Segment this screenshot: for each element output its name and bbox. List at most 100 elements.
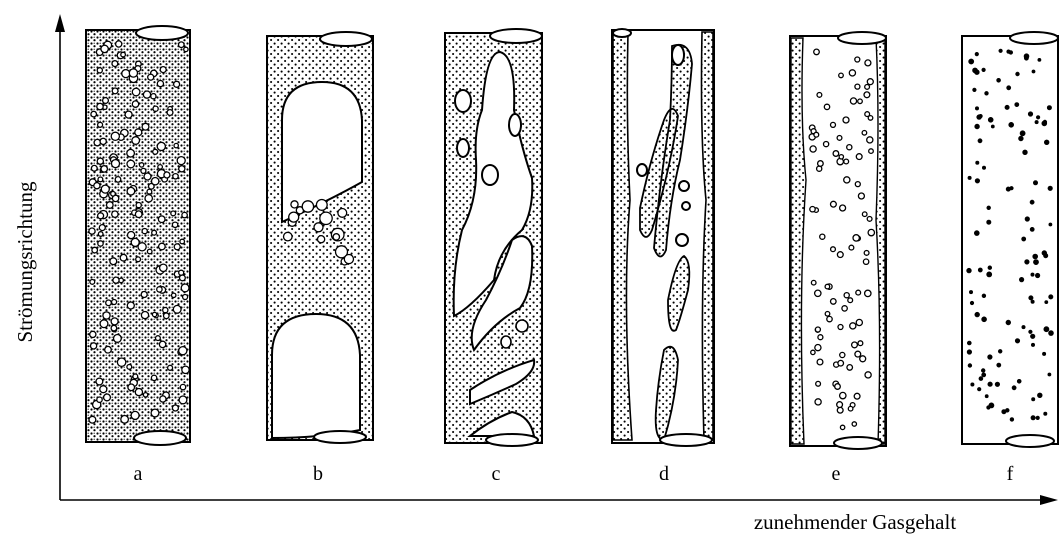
bubble-a-148 <box>89 416 96 423</box>
panel-b: b <box>267 32 373 485</box>
droplet-e-31 <box>855 351 861 357</box>
droplet-e-19 <box>863 259 868 264</box>
droplet-f-66 <box>967 341 971 345</box>
droplet-f-76 <box>1029 296 1033 300</box>
bubble-a-64 <box>94 183 100 189</box>
panel-label-b: b <box>313 463 323 485</box>
bubble-b-0 <box>338 209 347 218</box>
droplet-e-51 <box>811 350 815 354</box>
droplet-f-38 <box>977 387 981 391</box>
bubble-a-6 <box>142 229 147 234</box>
bubble-a-66 <box>153 106 158 111</box>
bubble-b-4 <box>333 234 339 240</box>
droplet-f-107 <box>1015 103 1019 107</box>
bubble-a-129 <box>113 277 119 283</box>
bubble-a-17 <box>151 94 156 99</box>
bubble-a-147 <box>98 241 103 246</box>
droplet-e-36 <box>844 177 850 183</box>
bubble-a-79 <box>111 192 116 197</box>
droplet-e-71 <box>810 207 815 212</box>
droplet-f-41 <box>1016 72 1020 76</box>
droplet-f-26 <box>974 231 979 236</box>
panel-c: c <box>445 29 542 485</box>
droplet-e-49 <box>865 60 871 66</box>
bubble-a-163 <box>160 264 167 271</box>
bubble-a-81 <box>92 247 98 253</box>
bubble-a-160 <box>177 157 185 165</box>
pipe-c-top-cap <box>490 29 542 43</box>
droplet-f-74 <box>985 91 989 95</box>
droplet-f-14 <box>1029 330 1033 334</box>
droplet-f-32 <box>1022 325 1025 328</box>
bubble-a-102 <box>121 416 129 424</box>
bubble-a-86 <box>98 122 103 127</box>
bubble-a-50 <box>97 68 102 73</box>
bubble-a-99 <box>171 211 176 216</box>
droplet-f-39 <box>1007 50 1011 54</box>
bubble-a-0 <box>136 257 141 262</box>
bubble-a-53 <box>174 244 180 250</box>
droplet-e-40 <box>850 98 856 104</box>
bubble-d-2 <box>637 164 647 176</box>
droplet-f-44 <box>1010 418 1014 422</box>
droplet-e-41 <box>840 352 845 357</box>
bubble-a-114 <box>143 393 147 397</box>
droplet-f-30 <box>988 382 993 387</box>
droplet-f-12 <box>988 355 993 360</box>
droplet-f-57 <box>975 124 980 129</box>
droplet-f-85 <box>988 266 992 270</box>
droplet-f-86 <box>1043 120 1047 124</box>
droplet-f-8 <box>1044 140 1049 145</box>
bubble-a-36 <box>151 375 156 380</box>
bubble-a-150 <box>111 318 118 325</box>
droplet-f-34 <box>998 349 1002 353</box>
droplet-f-50 <box>1036 416 1040 420</box>
droplet-e-42 <box>843 117 849 123</box>
bubble-a-106 <box>142 123 149 130</box>
bubble-a-123 <box>103 98 109 104</box>
droplet-f-79 <box>982 294 986 298</box>
droplet-e-7 <box>852 422 856 426</box>
bubble-a-110 <box>97 158 103 164</box>
droplet-f-13 <box>1044 412 1047 415</box>
droplet-f-100 <box>1024 56 1028 60</box>
bubble-a-34 <box>174 143 178 147</box>
bubble-a-33 <box>132 88 140 96</box>
droplet-f-73 <box>969 290 972 293</box>
bubble-b-13 <box>316 200 327 211</box>
bubble-a-57 <box>128 232 135 239</box>
droplet-e-44 <box>815 345 821 351</box>
bubble-a-154 <box>91 111 97 117</box>
droplet-f-90 <box>1010 186 1014 190</box>
droplet-e-62 <box>838 325 843 330</box>
droplet-f-45 <box>975 107 978 110</box>
bubble-a-62 <box>159 341 165 347</box>
bubble-a-153 <box>172 293 176 297</box>
droplet-f-24 <box>1023 150 1028 155</box>
panel-d: d <box>612 29 714 485</box>
droplet-e-61 <box>867 217 872 222</box>
bubble-a-139 <box>156 336 161 341</box>
bubble-a-131 <box>136 203 141 208</box>
droplet-e-25 <box>862 131 867 136</box>
droplet-e-78 <box>853 235 859 241</box>
droplet-f-84 <box>1031 273 1034 276</box>
droplet-e-91 <box>814 49 820 55</box>
droplet-f-2 <box>970 301 974 305</box>
droplet-f-101 <box>1035 120 1038 123</box>
droplet-e-21 <box>817 93 822 98</box>
pipe-d-top-cap <box>613 29 631 37</box>
droplet-f-48 <box>1009 122 1014 127</box>
bubble-a-108 <box>89 228 95 234</box>
bubble-a-155 <box>184 47 188 51</box>
droplet-f-67 <box>1033 254 1038 259</box>
bubble-a-127 <box>152 178 159 185</box>
bubble-a-70 <box>111 325 117 331</box>
droplet-e-83 <box>835 384 841 390</box>
droplet-e-43 <box>827 316 832 321</box>
bubble-c-4 <box>482 165 498 185</box>
bubble-a-140 <box>179 347 187 355</box>
droplet-e-77 <box>825 312 830 317</box>
bubble-a-67 <box>139 163 143 167</box>
